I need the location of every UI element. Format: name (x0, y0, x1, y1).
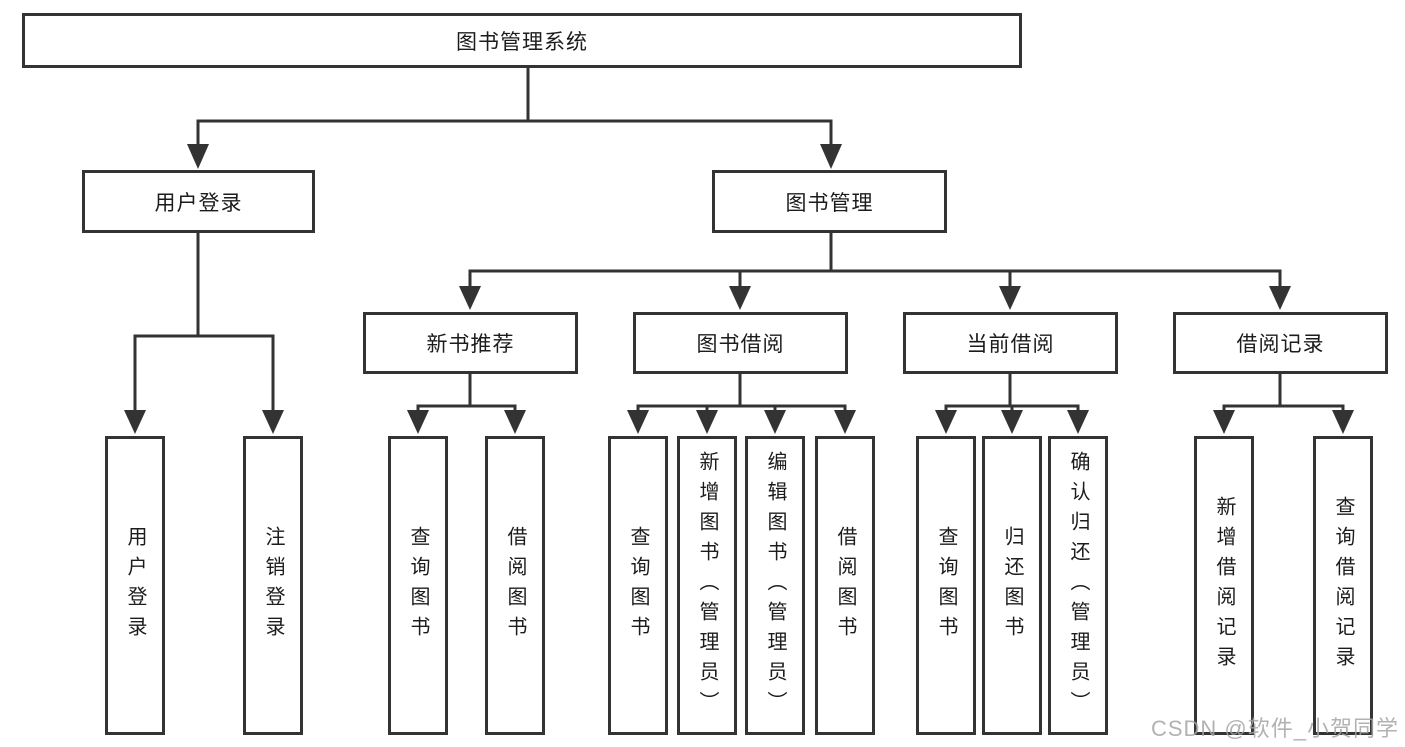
node-label: 图书管理系统 (456, 30, 588, 54)
leaf-logout: 注销登录 (243, 436, 303, 735)
arrow-down-icon (504, 410, 526, 434)
node-library-management-system: 图书管理系统 (22, 13, 1022, 68)
leaf-label: 新增图书（管理员） (696, 450, 718, 721)
arrow-down-icon (729, 286, 751, 310)
node-borrowing-records: 借阅记录 (1173, 312, 1388, 374)
leaf-label: 查询图书 (935, 525, 957, 646)
leaf-edit-books-admin: 编辑图书（管理员） (745, 436, 805, 735)
arrow-down-icon (1213, 410, 1235, 434)
connector-login-to-leaves (133, 233, 275, 412)
leaf-label: 查询图书 (627, 525, 649, 646)
arrow-down-icon (834, 410, 856, 434)
arrow-down-icon (1332, 410, 1354, 434)
node-label: 借阅记录 (1236, 333, 1325, 356)
arrow-down-icon (1001, 410, 1023, 434)
node-label: 当前借阅 (966, 333, 1055, 356)
node-label: 图书管理 (785, 191, 874, 215)
leaf-label: 查询借阅记录 (1332, 495, 1354, 676)
arrow-down-icon (627, 410, 649, 434)
node-label: 新书推荐 (426, 333, 515, 356)
node-user-login: 用户登录 (82, 170, 315, 233)
leaf-query-books-borrowing: 查询图书 (608, 436, 668, 735)
connector-current-to-leaves (944, 374, 1080, 413)
leaf-label: 新增借阅记录 (1213, 495, 1235, 676)
node-label: 用户登录 (154, 191, 243, 215)
node-book-borrowing: 图书借阅 (633, 312, 848, 374)
leaf-label: 用户登录 (124, 525, 146, 646)
node-new-book-recommendation: 新书推荐 (363, 312, 578, 374)
leaf-label: 确认归还（管理员） (1067, 450, 1089, 721)
arrow-down-icon (459, 286, 481, 310)
connector-mgmt-to-level3 (468, 233, 1282, 288)
connector-borrowing-to-leaves (636, 374, 847, 413)
arrow-down-icon (262, 410, 284, 434)
connector-root-to-level2 (196, 67, 833, 146)
arrow-down-icon (1067, 410, 1089, 434)
arrow-down-icon (999, 286, 1021, 310)
leaf-query-books-recommend: 查询图书 (388, 436, 448, 735)
leaf-label: 归还图书 (1001, 525, 1023, 646)
connector-recommend-to-leaves (416, 374, 517, 413)
connector-records-to-leaves (1222, 374, 1345, 413)
arrow-down-icon (696, 410, 718, 434)
leaf-query-borrow-record: 查询借阅记录 (1313, 436, 1373, 735)
arrow-down-icon (407, 410, 429, 434)
leaf-confirm-return-admin: 确认归还（管理员） (1048, 436, 1108, 735)
arrow-down-icon (820, 144, 842, 169)
csdn-watermark: CSDN @软件_小贺同学 (1150, 716, 1399, 741)
arrow-down-icon (935, 410, 957, 434)
arrow-down-icon (764, 410, 786, 434)
leaf-add-borrow-record: 新增借阅记录 (1194, 436, 1254, 735)
node-book-management: 图书管理 (712, 170, 947, 233)
arrow-down-icon (124, 410, 146, 434)
leaf-return-books: 归还图书 (982, 436, 1042, 735)
leaf-label: 借阅图书 (504, 525, 526, 646)
arrow-down-icon (187, 144, 209, 169)
leaf-borrow-books-borrowing: 借阅图书 (815, 436, 875, 735)
arrow-down-icon (1269, 286, 1291, 310)
leaf-label: 编辑图书（管理员） (764, 450, 786, 721)
node-label: 图书借阅 (696, 333, 785, 356)
leaf-label: 借阅图书 (834, 525, 856, 646)
leaf-user-login: 用户登录 (105, 436, 165, 735)
leaf-query-books-current: 查询图书 (916, 436, 976, 735)
leaf-label: 查询图书 (407, 525, 429, 646)
leaf-borrow-books-recommend: 借阅图书 (485, 436, 545, 735)
arrowheads (124, 144, 1354, 434)
node-current-borrowing: 当前借阅 (903, 312, 1118, 374)
leaf-label: 注销登录 (262, 525, 284, 646)
leaf-add-books-admin: 新增图书（管理员） (677, 436, 737, 735)
